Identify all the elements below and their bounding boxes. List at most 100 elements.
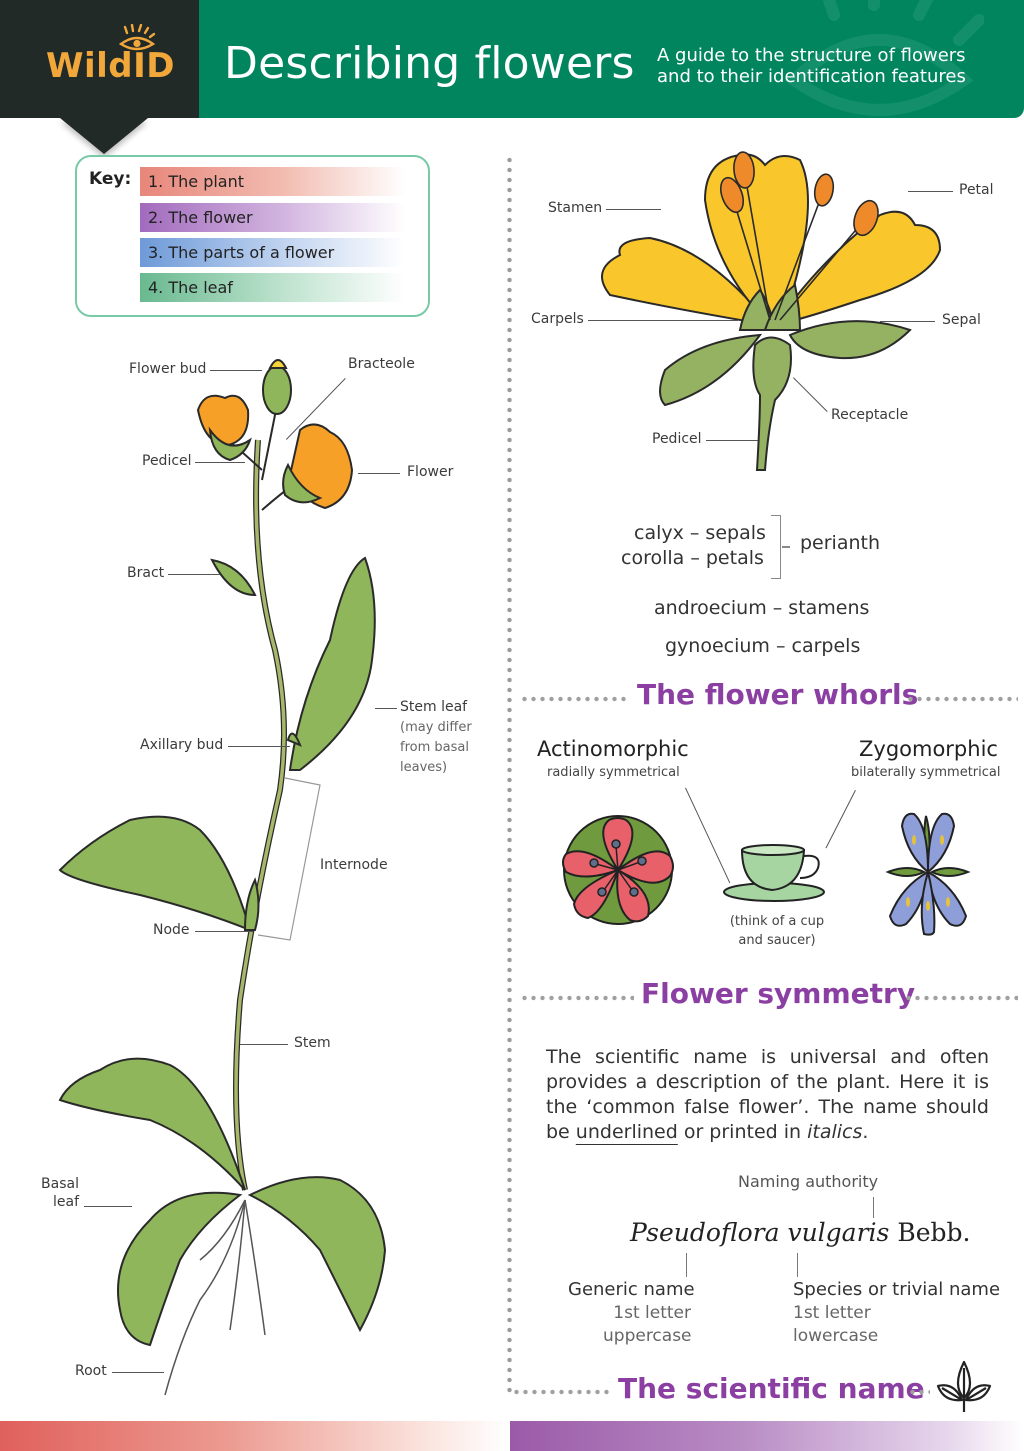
heading-dots-right bbox=[908, 1389, 930, 1395]
eye-icon bbox=[118, 24, 156, 51]
footer-bar-plant bbox=[0, 1421, 508, 1451]
logo-pointer bbox=[60, 118, 148, 154]
label-basal-leaf: Basal leaf bbox=[41, 1175, 79, 1211]
label-bracteole: Bracteole bbox=[348, 356, 415, 372]
subtitle-line-2: and to their identification features bbox=[657, 66, 966, 87]
rule-line: 1st letter bbox=[793, 1303, 871, 1323]
heading-dots-right bbox=[904, 995, 1018, 1001]
rule-line: uppercase bbox=[603, 1326, 692, 1346]
leader-line bbox=[908, 191, 953, 192]
label-axillary-bud: Axillary bud bbox=[140, 737, 224, 753]
cup-saucer-caption: (think of a cup and saucer) bbox=[719, 912, 835, 950]
zygomorphic-subtitle: bilaterally symmetrical bbox=[851, 765, 1001, 780]
heading-dots-left bbox=[520, 995, 634, 1001]
leader-line bbox=[240, 1044, 288, 1045]
generic-name-rule: 1st letter uppercase bbox=[603, 1302, 692, 1348]
caption-line: and saucer) bbox=[738, 933, 816, 948]
heading-dots-right bbox=[906, 696, 1018, 702]
para-underlined: underlined bbox=[575, 1121, 678, 1143]
binomial-name: Pseudoflora vulgaris bbox=[630, 1218, 890, 1247]
term-gynoecium: gynoecium – carpels bbox=[665, 635, 861, 657]
actinomorphic-subtitle: radially symmetrical bbox=[547, 765, 680, 780]
label-line: leaf bbox=[52, 1194, 79, 1210]
label-receptacle: Receptacle bbox=[831, 407, 909, 423]
term-perianth: perianth bbox=[800, 532, 881, 554]
key-label: Key: bbox=[89, 169, 132, 189]
label-root: Root bbox=[75, 1363, 107, 1379]
heading-flower-symmetry: Flower symmetry bbox=[641, 977, 916, 1010]
footer-bar-flower bbox=[510, 1421, 1024, 1451]
authority-abbrev: Bebb. bbox=[897, 1218, 971, 1247]
subtitle-line-1: A guide to the structure of flowers bbox=[657, 45, 966, 66]
logo-block: WildID bbox=[0, 0, 199, 118]
species-name-title: Species or trivial name bbox=[793, 1279, 1001, 1300]
note-line: (may differ bbox=[400, 720, 472, 735]
zygomorphic-title: Zygomorphic bbox=[859, 737, 998, 761]
label-stem: Stem bbox=[294, 1035, 331, 1051]
actinomorphic-title: Actinomorphic bbox=[537, 737, 689, 761]
leader-line bbox=[112, 1372, 164, 1373]
bilateral-flower-icon bbox=[885, 812, 971, 936]
stem-leaf-note: (may differ from basal leaves) bbox=[400, 718, 480, 778]
label-node: Node bbox=[153, 922, 190, 938]
generic-name-title: Generic name bbox=[568, 1279, 695, 1300]
leader-line bbox=[195, 462, 245, 463]
label-pedicel-flower: Pedicel bbox=[652, 431, 702, 447]
para-text: The scientific name is universal and oft… bbox=[546, 1046, 989, 1143]
header: WildID Describing flowers A guide to the… bbox=[0, 0, 1024, 154]
note-line: leaves) bbox=[400, 760, 448, 775]
label-flower: Flower bbox=[407, 464, 454, 480]
leader-line bbox=[210, 370, 262, 371]
leader-line bbox=[168, 574, 220, 575]
note-line: from basal bbox=[400, 740, 469, 755]
leader-line bbox=[375, 708, 397, 709]
leader-line bbox=[880, 321, 935, 322]
label-internode: Internode bbox=[320, 857, 388, 873]
leader-line bbox=[588, 320, 738, 321]
label-petal: Petal bbox=[959, 182, 994, 198]
leader-line bbox=[228, 746, 290, 747]
tick-line bbox=[873, 1197, 874, 1218]
title-banner: Describing flowers A guide to the struct… bbox=[199, 0, 1024, 118]
plant-illustration bbox=[58, 359, 387, 1396]
tick-line bbox=[686, 1253, 687, 1277]
term-calyx: calyx – sepals bbox=[634, 522, 766, 544]
para-text: . bbox=[862, 1121, 869, 1143]
label-stem-leaf: Stem leaf bbox=[400, 699, 468, 715]
column-divider bbox=[507, 155, 512, 1395]
key-legend: Key: 1. The plant 2. The flower 3. The p… bbox=[75, 155, 430, 317]
para-italic: italics bbox=[807, 1121, 863, 1143]
tick-line bbox=[797, 1253, 798, 1277]
key-item-flower: 2. The flower bbox=[140, 203, 405, 232]
leader-line bbox=[706, 440, 758, 441]
scientific-name-description: The scientific name is universal and oft… bbox=[546, 1045, 989, 1145]
label-line: Basal bbox=[41, 1176, 79, 1192]
leaf-sprig-icon bbox=[936, 1360, 992, 1412]
leader-line bbox=[358, 473, 400, 474]
heading-dots-left bbox=[512, 1389, 610, 1395]
subtitle: A guide to the structure of flowers and … bbox=[657, 45, 966, 87]
heading-dots-left bbox=[520, 696, 630, 702]
key-item-plant: 1. The plant bbox=[140, 167, 405, 196]
heading-scientific-name: The scientific name bbox=[618, 1372, 925, 1405]
rule-line: lowercase bbox=[793, 1326, 879, 1346]
page-title: Describing flowers bbox=[224, 38, 635, 89]
key-item-leaf: 4. The leaf bbox=[140, 273, 405, 302]
para-text: or printed in bbox=[677, 1121, 808, 1143]
heading-flower-whorls: The flower whorls bbox=[637, 678, 919, 711]
leader-line bbox=[825, 790, 856, 849]
rule-line: 1st letter bbox=[613, 1303, 691, 1323]
leader-line bbox=[606, 209, 661, 210]
cup-and-saucer-icon bbox=[723, 844, 825, 902]
perianth-bracket-tick bbox=[782, 546, 790, 548]
species-name-rule: 1st letter lowercase bbox=[793, 1302, 878, 1348]
label-sepal: Sepal bbox=[942, 312, 981, 328]
perianth-bracket bbox=[771, 515, 781, 579]
label-carpels: Carpels bbox=[531, 311, 584, 327]
eye-watermark-icon bbox=[784, 0, 984, 116]
key-item-parts: 3. The parts of a flower bbox=[140, 238, 405, 267]
radial-flower-icon bbox=[562, 815, 674, 925]
term-androecium: androecium – stamens bbox=[654, 597, 870, 619]
term-corolla: corolla – petals bbox=[621, 547, 764, 569]
scientific-name: Pseudoflora vulgaris Bebb. bbox=[630, 1218, 970, 1247]
